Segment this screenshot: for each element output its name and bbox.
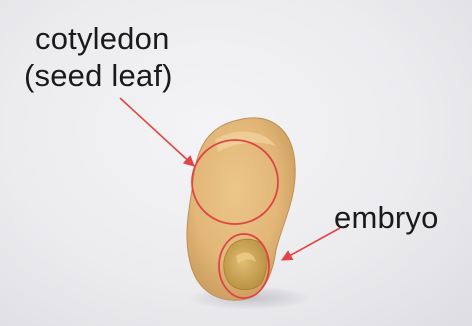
cotyledon-label: cotyledon [35,21,170,57]
embryo-tissue [224,239,268,290]
embryo-arrow [282,228,340,260]
cotyledon-arrow [120,98,194,166]
embryo-label: embryo [334,200,439,236]
seed-leaf-label: (seed leaf) [24,58,173,94]
